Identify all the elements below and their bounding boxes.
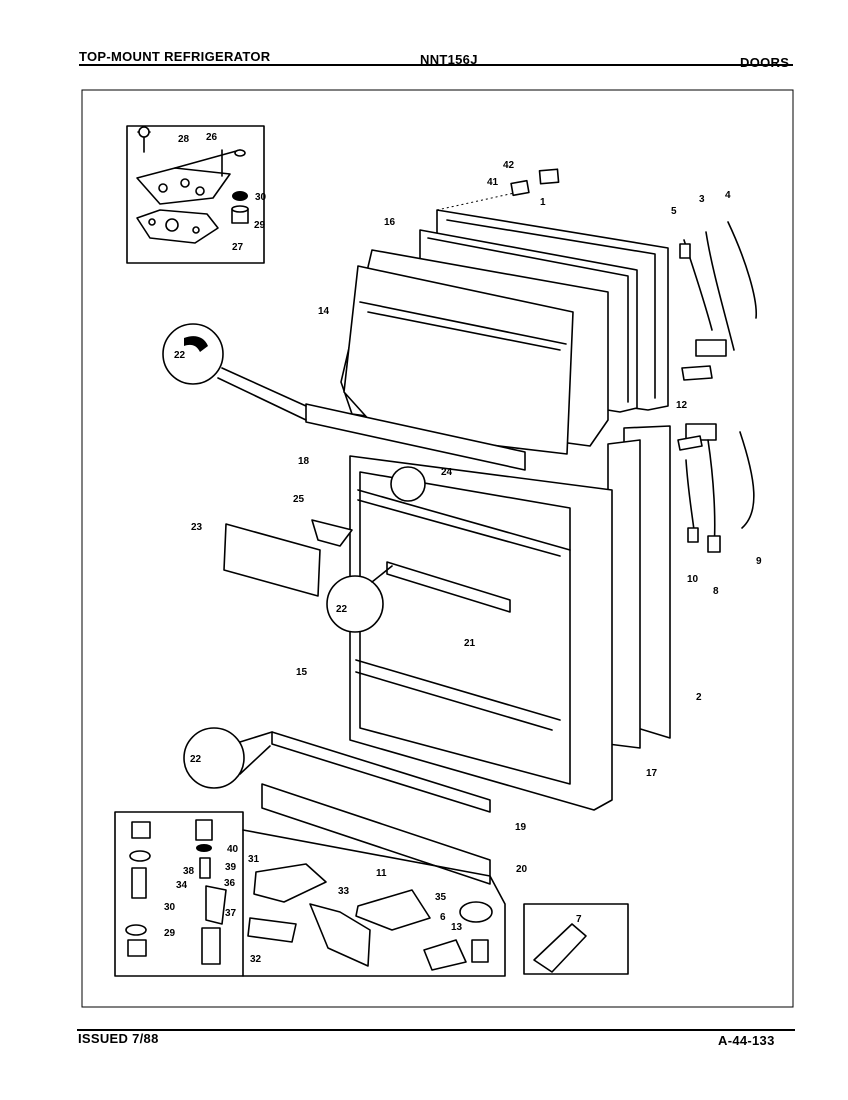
callout-21: 21 [464, 638, 476, 649]
callout-36: 36 [224, 878, 236, 889]
callout-1: 1 [540, 197, 546, 208]
callout-15: 15 [296, 667, 308, 678]
callout-13: 13 [451, 922, 463, 933]
callout-2: 2 [696, 692, 702, 703]
section-title: DOORS [740, 55, 790, 70]
callout-9: 9 [756, 556, 762, 567]
callout-37: 37 [225, 908, 237, 919]
lower-hinge-inset [114, 811, 506, 977]
callout-18: 18 [298, 456, 310, 467]
drawing-code: A-44-133 [718, 1033, 775, 1048]
callout-labels: 28 26 30 29 27 42 41 1 16 5 3 4 14 22 12… [164, 132, 762, 965]
callout-29: 29 [254, 220, 266, 231]
callout-28: 28 [178, 134, 190, 145]
issued-date: ISSUED 7/88 [78, 1031, 159, 1046]
callout-39: 39 [225, 862, 237, 873]
callout-7: 7 [576, 914, 582, 925]
callout-22-mid: 22 [336, 604, 348, 615]
callout-22-top: 22 [174, 350, 186, 361]
callout-40: 40 [227, 844, 239, 855]
callout-14: 14 [318, 306, 330, 317]
callout-27: 27 [232, 242, 244, 253]
callout-30: 30 [255, 192, 267, 203]
freezer-door-assembly [305, 168, 669, 471]
fresh-food-door-assembly [223, 425, 671, 885]
gasket-detail-circles [162, 323, 393, 789]
callout-32: 32 [250, 954, 262, 965]
callout-17: 17 [646, 768, 658, 779]
part-7-inset [523, 903, 629, 975]
right-hinge-hardware [677, 221, 758, 553]
callout-16: 16 [384, 217, 396, 228]
callout-31: 31 [248, 854, 260, 865]
callout-23: 23 [191, 522, 203, 533]
callout-42: 42 [503, 160, 515, 171]
callout-35: 35 [435, 892, 447, 903]
callout-10: 10 [687, 574, 699, 585]
callout-34: 34 [176, 880, 188, 891]
callout-25: 25 [293, 494, 305, 505]
callout-29-lower: 29 [164, 928, 176, 939]
callout-11: 11 [376, 868, 387, 879]
callout-6: 6 [440, 912, 446, 923]
callout-41: 41 [487, 177, 499, 188]
callout-3: 3 [699, 194, 705, 205]
callout-20: 20 [516, 864, 528, 875]
callout-19: 19 [515, 822, 527, 833]
callout-12: 12 [676, 400, 688, 411]
callout-30-lower: 30 [164, 902, 176, 913]
footer-rule [77, 1029, 795, 1031]
callout-8: 8 [713, 586, 719, 597]
page-header-title: TOP-MOUNT REFRIGERATOR [79, 49, 271, 64]
callout-26: 26 [206, 132, 218, 143]
callout-24: 24 [441, 467, 453, 478]
callout-22-bottom: 22 [190, 754, 202, 765]
callout-5: 5 [671, 206, 677, 217]
callout-38: 38 [183, 866, 195, 877]
model-number: NNT156J [420, 52, 478, 67]
callout-33: 33 [338, 886, 350, 897]
callout-4: 4 [725, 190, 731, 201]
header-rule [79, 64, 793, 66]
upper-hinge-inset [126, 125, 265, 264]
